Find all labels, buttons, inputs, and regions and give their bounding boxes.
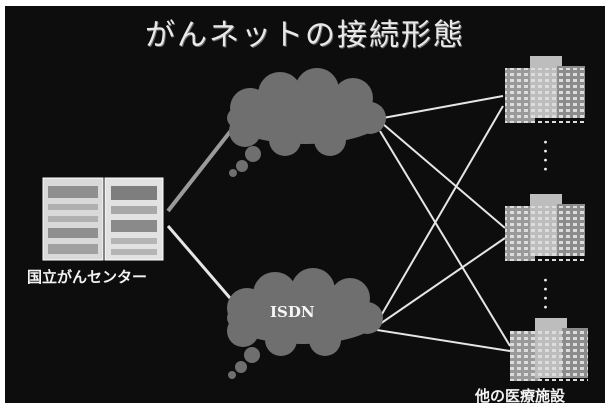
link-center-to-isdn-cloud bbox=[166, 225, 232, 299]
link-isdn-to-building-1 bbox=[374, 105, 504, 327]
continuation-dots: ・・・・ bbox=[540, 274, 551, 314]
link-center-to-top-cloud bbox=[166, 126, 235, 213]
hospital-building-icon bbox=[510, 318, 588, 381]
network-cloud-icon bbox=[227, 68, 386, 177]
link-top-cloud-to-building-1 bbox=[382, 95, 504, 119]
server-rack-icon bbox=[42, 177, 164, 261]
national-cancer-center-label: 国立がんセンター bbox=[27, 268, 148, 286]
other-medical-facilities-label: 他の医療施設 bbox=[475, 387, 566, 403]
link-top-cloud-to-building-2 bbox=[382, 123, 506, 229]
connection-lines bbox=[166, 95, 511, 352]
slide: がんネットの接続形態 bbox=[5, 6, 605, 403]
link-isdn-to-building-3 bbox=[376, 329, 511, 352]
link-isdn-to-building-2 bbox=[376, 237, 506, 327]
isdn-cloud-icon bbox=[227, 268, 383, 379]
hospital-building-icon bbox=[505, 194, 585, 261]
isdn-cloud-label: ISDN bbox=[270, 303, 315, 321]
continuation-dots: ・・・・ bbox=[540, 136, 551, 176]
slide-title: がんネットの接続形態 bbox=[145, 18, 465, 53]
hospital-building-icon bbox=[505, 56, 585, 123]
network-diagram bbox=[42, 56, 588, 381]
link-top-cloud-to-building-3 bbox=[379, 130, 511, 347]
